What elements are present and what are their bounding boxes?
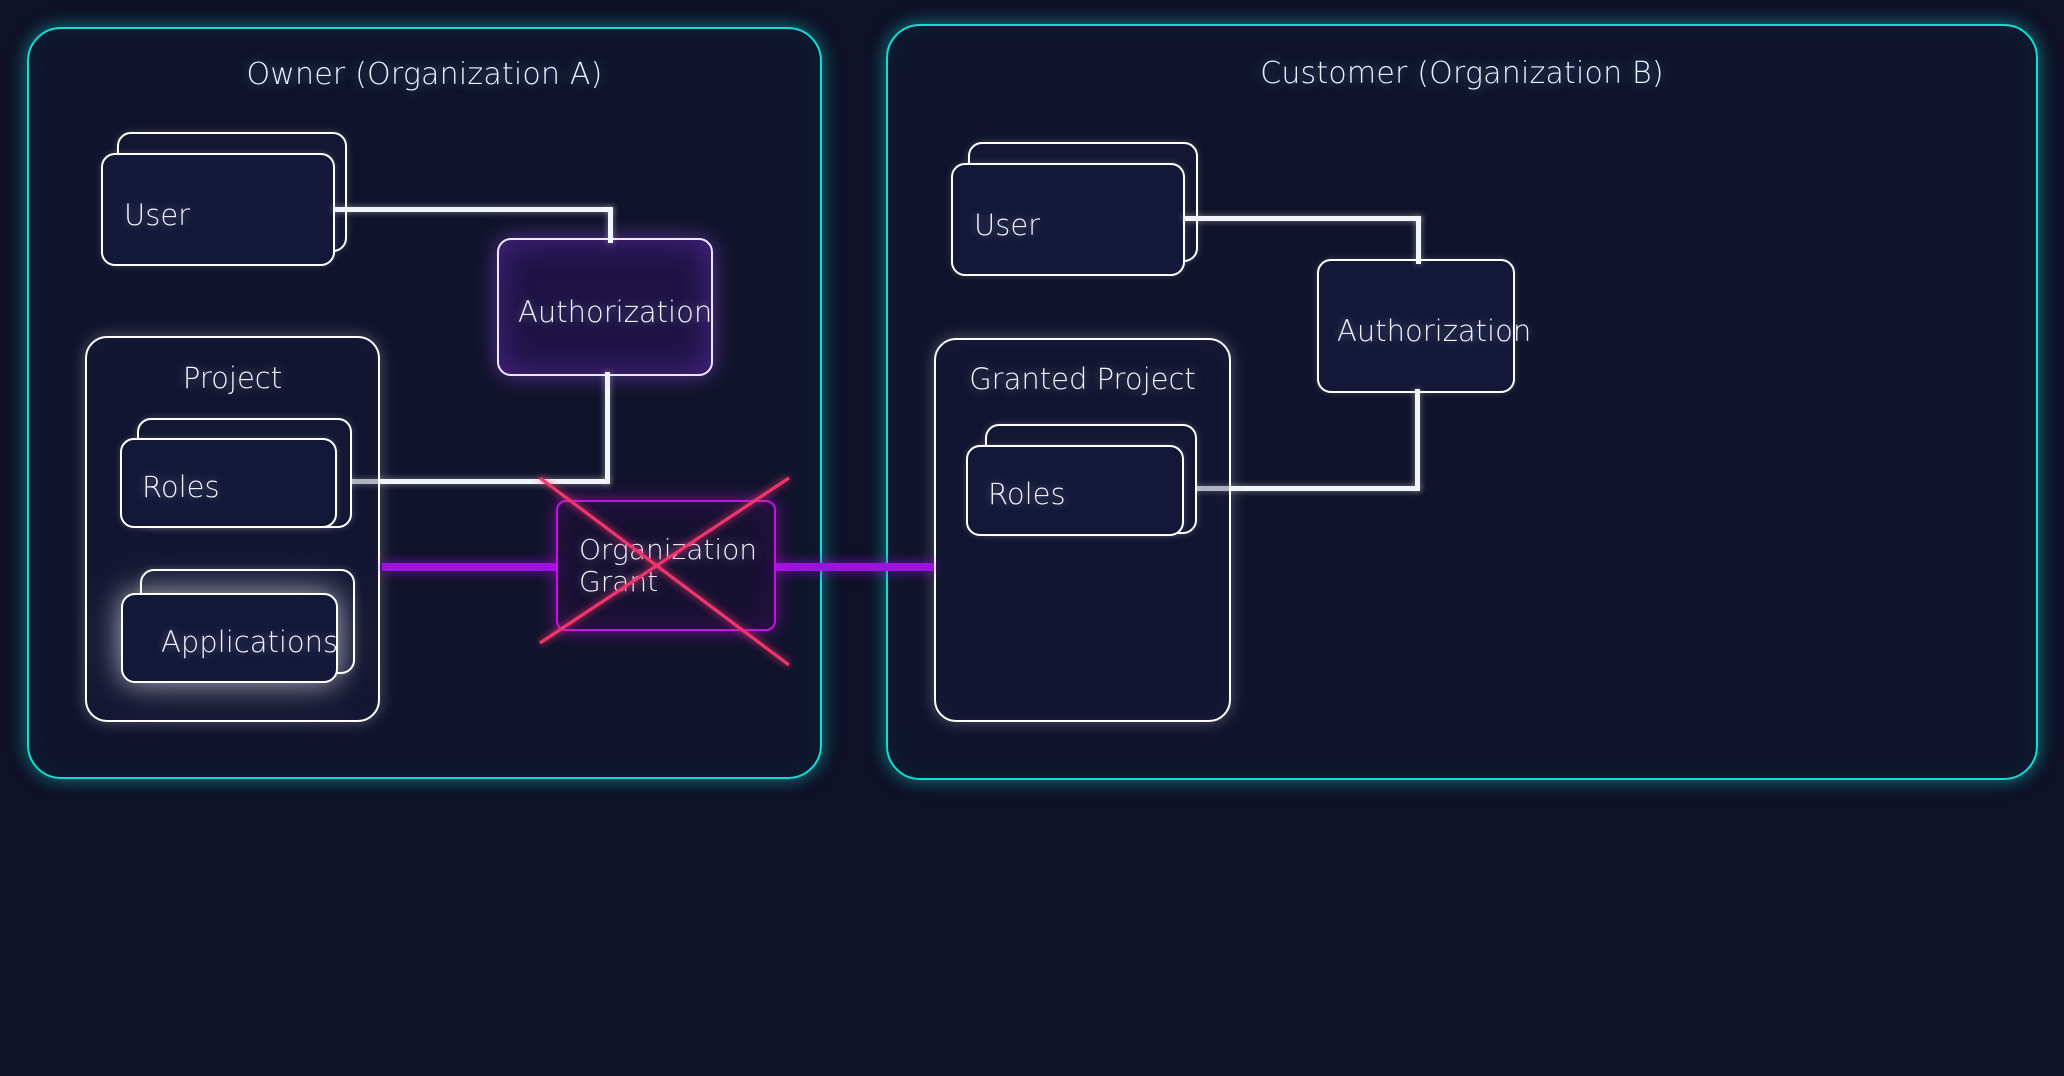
node-user-owner[interactable]: User — [101, 153, 335, 266]
connector-auth-to-roles-owner-v — [605, 372, 610, 484]
connector-grant-right — [776, 563, 934, 571]
node-user-owner-label: User — [124, 198, 191, 232]
node-applications-owner-label: Applications — [161, 625, 339, 659]
node-roles-customer[interactable]: Roles — [966, 445, 1184, 536]
group-project-owner-title: Project — [182, 361, 283, 395]
connector-user-to-auth-customer-h — [1183, 216, 1421, 221]
node-roles-customer-label: Roles — [988, 477, 1066, 511]
node-organization-grant[interactable]: Organization Grant — [556, 500, 776, 631]
node-authorization-owner-label: Authorization — [518, 295, 713, 329]
org-panel-owner-title: Owner (Organization A) — [246, 57, 603, 92]
group-project-customer-title: Granted Project — [969, 362, 1196, 396]
node-authorization-customer-label: Authorization — [1337, 314, 1532, 348]
connector-auth-to-roles-owner-h — [336, 479, 610, 484]
node-organization-grant-label: Organization Grant — [579, 533, 758, 599]
connector-user-to-auth-customer-v — [1416, 216, 1421, 264]
node-roles-owner-label: Roles — [142, 470, 220, 504]
node-applications-owner[interactable]: Applications — [121, 593, 338, 683]
org-panel-customer-title: Customer (Organization B) — [1260, 56, 1664, 91]
connector-auth-to-roles-customer-v — [1415, 389, 1420, 491]
connector-user-to-auth-owner-h — [333, 207, 613, 212]
connector-grant-left — [382, 563, 557, 571]
node-user-customer[interactable]: User — [951, 163, 1185, 276]
node-authorization-customer[interactable]: Authorization — [1317, 259, 1531, 393]
connector-auth-to-roles-customer-h — [1185, 486, 1420, 491]
node-roles-owner[interactable]: Roles — [120, 438, 337, 528]
node-authorization-owner[interactable]: Authorization — [497, 238, 713, 376]
connector-user-to-auth-owner-v — [608, 207, 613, 243]
node-user-customer-label: User — [974, 208, 1041, 242]
